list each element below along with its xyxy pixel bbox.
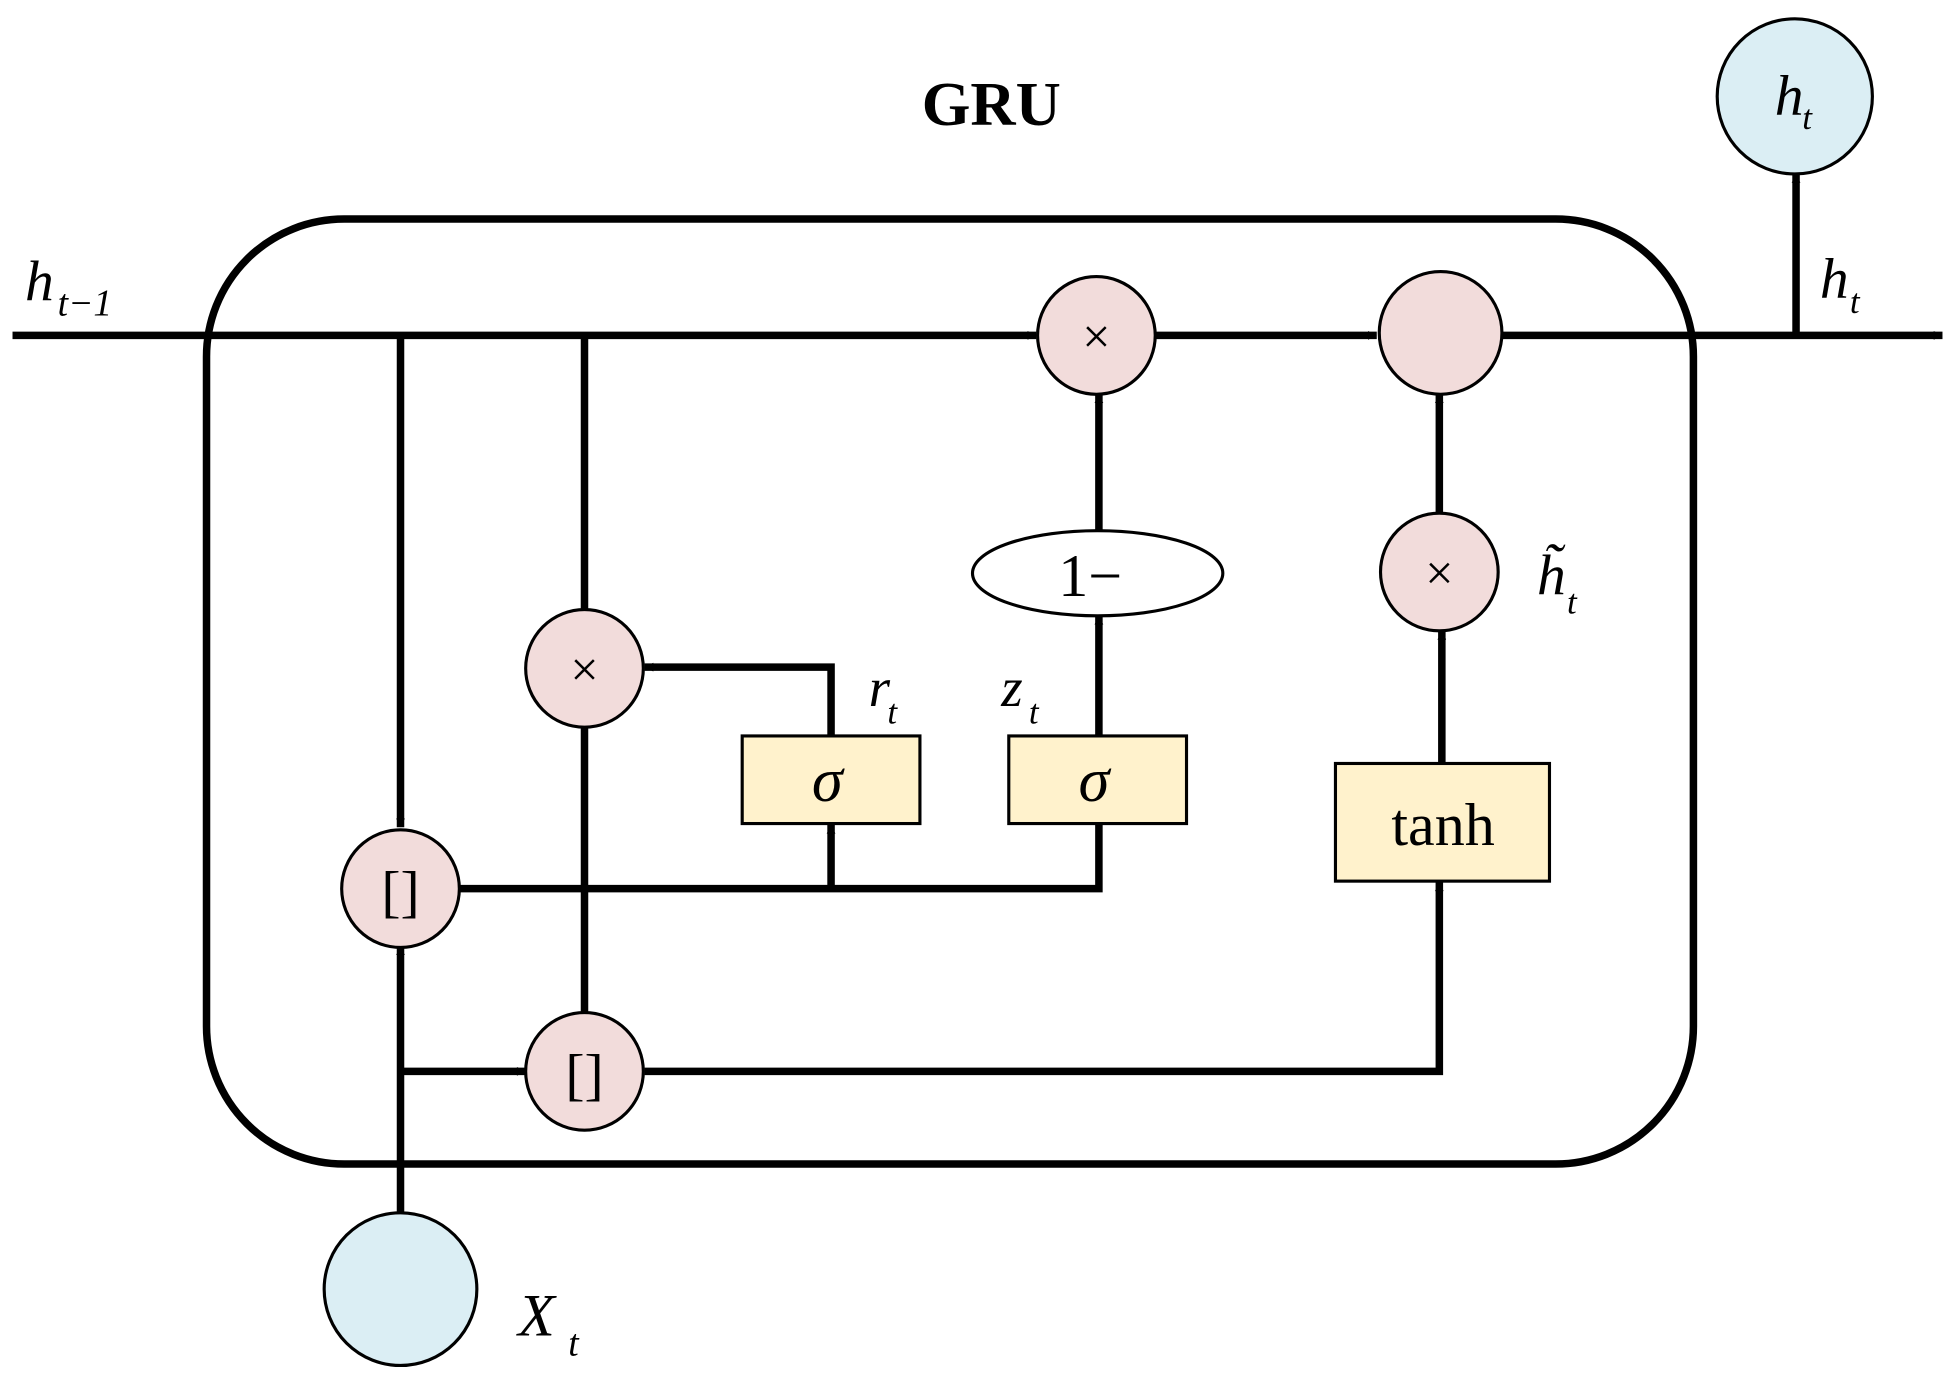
multiply-left-symbol: ×: [570, 641, 598, 697]
h-prev-label: h: [25, 250, 54, 313]
tanh-block: tanh: [1333, 761, 1552, 883]
label-h-out: h t: [1820, 248, 1861, 321]
r-label: r: [869, 657, 891, 718]
h-prev-subscript: t−1: [58, 283, 113, 324]
label-h-tilde: h̃ t: [1537, 544, 1578, 621]
concat-node-2: []: [524, 1010, 645, 1132]
h-out-label: h: [1820, 248, 1849, 311]
label-h-prev: h t−1: [25, 250, 112, 324]
label-r-t: r t: [869, 657, 899, 732]
r-subscript: t: [887, 692, 898, 731]
x-subscript: t: [568, 1323, 580, 1364]
concat-node-1: []: [340, 828, 461, 950]
gru-cell-boundary: [202, 215, 1698, 1168]
ht-top-label: h: [1775, 65, 1804, 128]
combine-node: [1377, 270, 1504, 396]
label-z-t: z t: [1000, 657, 1040, 732]
x-label: X: [516, 1281, 557, 1348]
multiply-node-left: ×: [524, 607, 645, 729]
h-out-subscript: t: [1850, 282, 1861, 321]
wire-concat2-to-tanh: [644, 882, 1444, 1076]
multiply-node-top: ×: [1036, 275, 1157, 396]
multiply-right-symbol: ×: [1425, 545, 1453, 601]
multiply-node-right: ×: [1378, 511, 1500, 633]
tanh-label: tanh: [1391, 791, 1494, 858]
connection-wires: [12, 173, 1943, 1215]
sigma-reset-label: σ: [812, 745, 845, 815]
concat-1-symbol: []: [381, 861, 419, 924]
wire-sigma-r-to-mult-left: [644, 662, 835, 735]
multiply-top-symbol: ×: [1082, 308, 1110, 364]
ht-top-subscript: t: [1802, 98, 1813, 137]
z-subscript: t: [1029, 692, 1040, 731]
h-tilde-subscript: t: [1567, 582, 1578, 621]
one-minus-node: 1−: [970, 529, 1225, 618]
input-xt-node: [322, 1211, 479, 1368]
sigma-update-label: σ: [1078, 745, 1111, 815]
diagram-title: GRU: [922, 69, 1061, 139]
h-tilde-label: h̃: [1537, 544, 1566, 607]
label-x-t: X t: [516, 1281, 580, 1364]
one-minus-label: 1−: [1058, 542, 1122, 609]
sigma-gate-reset: σ: [740, 734, 922, 826]
z-label: z: [1000, 657, 1022, 718]
output-ht-node: h t: [1715, 17, 1874, 176]
concat-2-symbol: []: [565, 1044, 603, 1107]
wire-concat1-to-sigma-z: [459, 823, 1103, 893]
sigma-gate-update: σ: [1007, 734, 1189, 826]
